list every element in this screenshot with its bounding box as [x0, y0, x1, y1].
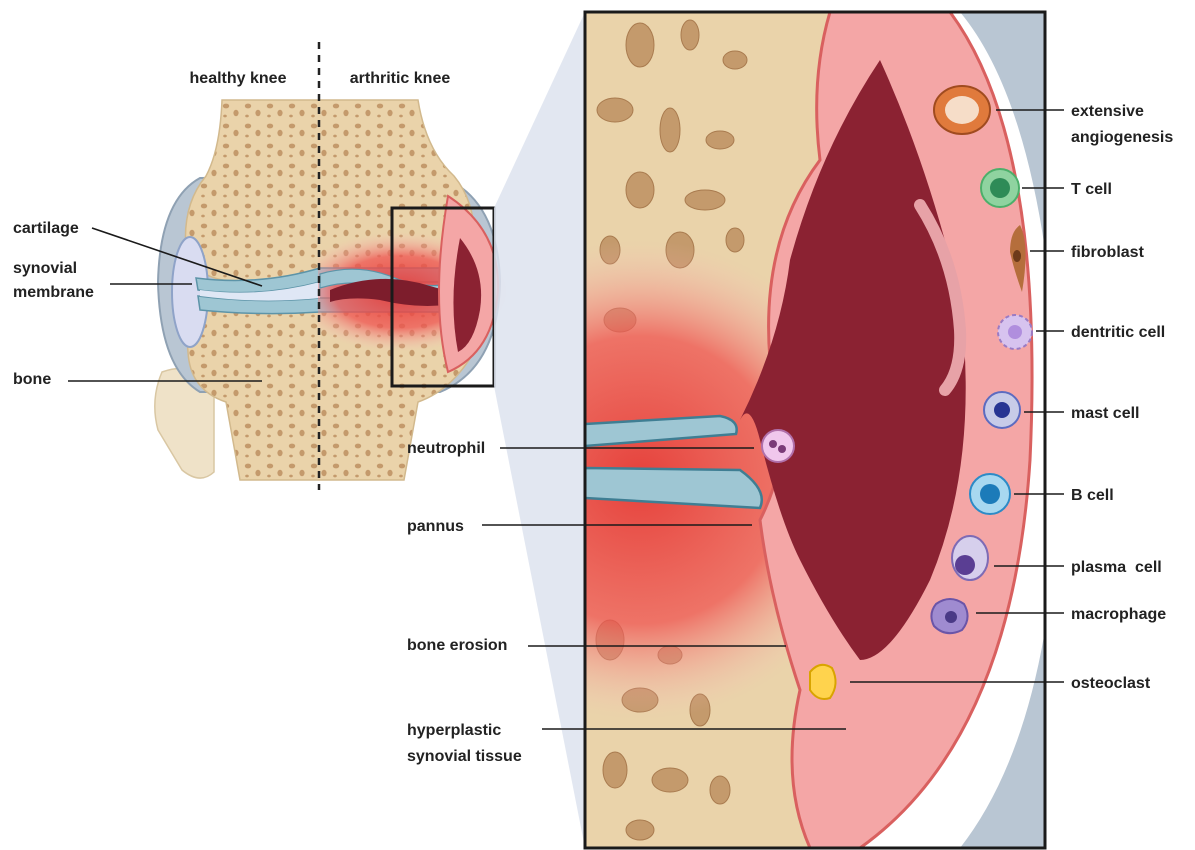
label-neutrophil: neutrophil — [407, 440, 485, 457]
label-dendritic-cell: dentritic cell — [1071, 324, 1165, 341]
label-b-cell: B cell — [1071, 487, 1114, 504]
label-synovial-line2: membrane — [13, 284, 94, 301]
healthy-knee-title: healthy knee — [190, 70, 287, 87]
macrophage-icon — [931, 599, 967, 633]
label-osteoclast: osteoclast — [1071, 675, 1151, 692]
zoom-projection — [494, 12, 585, 848]
label-mast-cell: mast cell — [1071, 405, 1139, 422]
dendritic-cell-icon — [998, 315, 1032, 349]
osteoclast-icon — [810, 665, 836, 699]
arthritic-knee-title: arthritic knee — [350, 70, 451, 87]
label-cartilage: cartilage — [13, 220, 79, 237]
knee-illustration: healthy knee arthritic knee — [155, 42, 510, 490]
t-cell-icon — [981, 169, 1019, 207]
neutrophil-icon — [762, 430, 794, 462]
label-fibroblast: fibroblast — [1071, 244, 1145, 261]
label-t-cell: T cell — [1071, 181, 1112, 198]
label-macrophage: macrophage — [1071, 606, 1166, 623]
label-bone: bone — [13, 371, 51, 388]
mast-cell-icon — [984, 392, 1020, 428]
label-plasma-cell: plasma cell — [1071, 559, 1162, 576]
plasma-cell-icon — [952, 536, 988, 580]
label-angiogenesis-line2: angiogenesis — [1071, 129, 1173, 146]
label-pannus: pannus — [407, 518, 464, 535]
b-cell-icon — [970, 474, 1010, 514]
label-synovial-line1: synovial — [13, 260, 77, 277]
label-angiogenesis-line1: extensive — [1071, 103, 1144, 120]
label-hyperplastic-line1: hyperplastic — [407, 722, 501, 739]
blood-vessel-icon — [934, 86, 990, 134]
label-hyperplastic-line2: synovial tissue — [407, 748, 522, 765]
label-bone-erosion: bone erosion — [407, 637, 507, 654]
